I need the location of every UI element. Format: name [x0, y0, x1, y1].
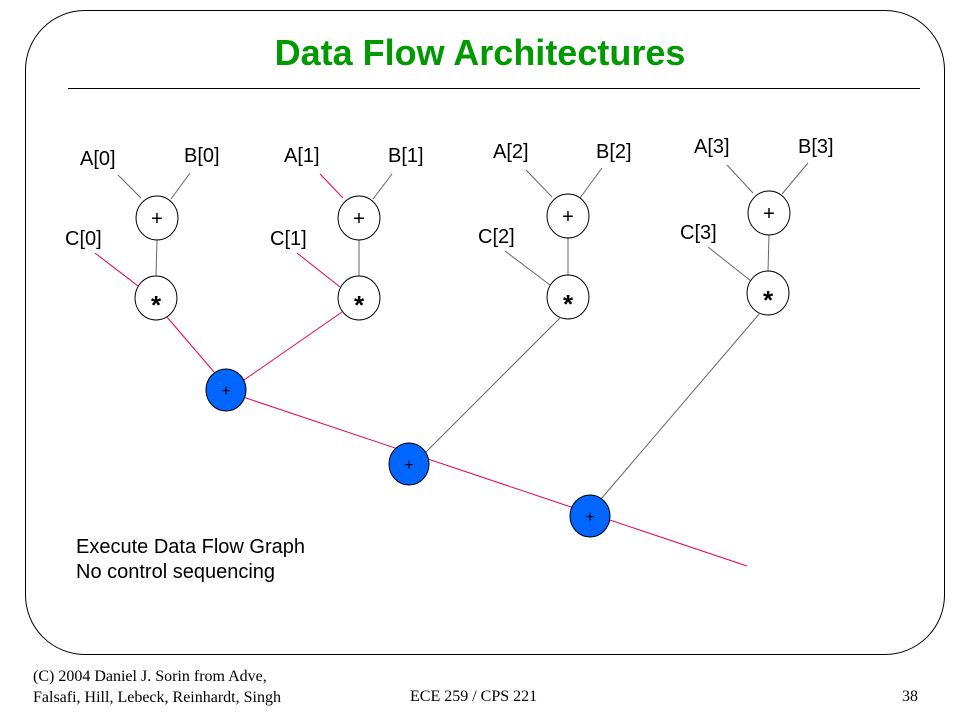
- edge-c0-mul: [94, 252, 139, 287]
- reduce-node-2-symbol: +: [585, 509, 594, 526]
- mul-node-3: [746, 270, 790, 316]
- add-node-1: [337, 195, 381, 241]
- add-node-3-symbol: +: [763, 203, 775, 225]
- add-node-2-symbol: +: [562, 206, 574, 228]
- reduce-node-0-symbol: +: [221, 383, 230, 400]
- edge-c1-mul: [296, 252, 341, 288]
- edge-b2-add: [579, 167, 603, 199]
- add-node-1-symbol: +: [353, 208, 365, 230]
- note-line-2: No control sequencing: [76, 561, 276, 583]
- label-c1: C[1]: [270, 228, 307, 250]
- edge-a0-add: [117, 174, 142, 199]
- reduce-node-0: [205, 368, 247, 412]
- column-2: A[2] B[2] C[2] + *: [478, 141, 632, 320]
- label-a3: A[3]: [694, 136, 730, 158]
- mul-node-3-symbol: *: [763, 285, 774, 315]
- footer-copyright: (C) 2004 Daniel J. Sorin from Adve, Fals…: [33, 666, 281, 708]
- label-a2: A[2]: [493, 141, 529, 163]
- edge-b1-add: [372, 173, 393, 200]
- reduction-edges: [166, 311, 761, 567]
- footer-course: ECE 259 / CPS 221: [410, 688, 538, 705]
- edge-a2-add: [525, 169, 553, 198]
- edge-add3-mul: [767, 234, 770, 272]
- edge-reduce-chain: [242, 396, 748, 567]
- edge-mul2-reduce1: [424, 316, 562, 454]
- mul-node-0-symbol: *: [151, 290, 162, 320]
- mul-node-0: [134, 275, 178, 321]
- edge-add0-mul: [155, 238, 158, 277]
- edge-mul0-reduce0: [166, 316, 215, 373]
- column-1: A[1] B[1] C[1] + *: [270, 145, 424, 321]
- reduce-node-2: [569, 494, 611, 538]
- mul-node-1: [337, 275, 381, 321]
- label-c0: C[0]: [65, 228, 102, 250]
- mul-node-1-symbol: *: [354, 290, 365, 320]
- add-node-0: [135, 195, 179, 241]
- edge-mul3-reduce2: [600, 312, 761, 500]
- label-b3: B[3]: [798, 136, 834, 158]
- title-rule: [68, 88, 920, 89]
- edge-b3-add: [781, 162, 809, 195]
- slide-frame: [25, 10, 945, 655]
- add-node-0-symbol: +: [151, 208, 163, 230]
- column-0: A[0] B[0] C[0] + *: [65, 145, 220, 321]
- mul-node-2: [546, 274, 590, 320]
- edge-mul1-reduce0: [243, 311, 343, 381]
- reduce-node-1-symbol: +: [404, 457, 413, 474]
- reduce-nodes: + + +: [205, 368, 611, 538]
- edge-c3-mul: [707, 246, 752, 282]
- column-3: A[3] B[3] C[3] + *: [680, 136, 834, 316]
- label-c3: C[3]: [680, 222, 717, 244]
- label-c2: C[2]: [478, 226, 515, 248]
- edge-b0-add: [170, 172, 191, 200]
- label-b2: B[2]: [596, 141, 632, 163]
- label-b0: B[0]: [184, 145, 220, 167]
- label-b1: B[1]: [388, 145, 424, 167]
- notes: Execute Data Flow Graph No control seque…: [76, 535, 305, 585]
- edge-c2-mul: [504, 250, 551, 286]
- note-line-1: Execute Data Flow Graph: [76, 536, 305, 558]
- mul-node-2-symbol: *: [563, 289, 574, 319]
- edge-a1-add: [319, 173, 344, 199]
- page-number: 38: [902, 688, 918, 705]
- label-a0: A[0]: [80, 148, 116, 170]
- edge-a3-add: [726, 164, 754, 194]
- slide-title: Data Flow Architectures: [274, 32, 686, 73]
- footer-copyright-line-2: Falsafi, Hill, Lebeck, Reinhardt, Singh: [33, 689, 281, 706]
- add-node-3: [747, 190, 791, 236]
- label-a1: A[1]: [284, 145, 320, 167]
- reduce-node-1: [388, 442, 430, 486]
- add-node-2: [546, 193, 590, 239]
- footer-copyright-line-1: (C) 2004 Daniel J. Sorin from Adve,: [33, 668, 267, 685]
